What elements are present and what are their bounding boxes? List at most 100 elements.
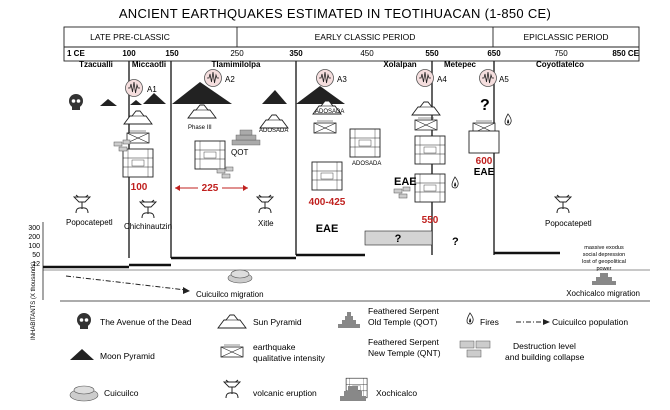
axis-tick: 50 [32, 252, 40, 259]
xitle-label: Xitle [258, 219, 274, 228]
legend: The Avenue of the Dead Sun Pyramid Feath… [60, 300, 650, 402]
tick-850ce: 850 CE [612, 49, 639, 58]
popocatepetl-label: Popocatepetl [66, 218, 113, 227]
legend-cuicuilco-icon [69, 385, 99, 402]
label-a1: A1 [147, 85, 157, 94]
legend-cuicuilco-pop: Cuicuilco population [552, 317, 628, 327]
diagram-title: ANCIENT EARTHQUAKES ESTIMATED IN TEOTIHU… [119, 6, 551, 21]
temple-new-qnt-icon [349, 128, 381, 158]
phase-metepec: Metepec [444, 60, 477, 69]
volcano-icon [139, 199, 157, 219]
sun-pyramid-icon [187, 104, 217, 119]
tick-1ce: 1 CE [67, 49, 85, 58]
old-temple-qot-icon [231, 129, 261, 146]
svg-text:power: power [597, 266, 612, 272]
sun-pyramid-icon [123, 110, 153, 125]
temple-icon [468, 130, 500, 154]
cuicuilco-migration: Cuicuilco migration [65, 269, 264, 299]
axis-label: INHABITANTS (X thousands) [31, 262, 37, 340]
legend-fire-icon [466, 312, 474, 325]
legend-avenue: The Avenue of the Dead [100, 317, 192, 327]
unknown-population-box [364, 230, 433, 246]
population-axis: INHABITANTS (X thousands) 300 200 100 50… [28, 222, 650, 340]
qot-label: QOT [231, 148, 248, 157]
temple-new-qnt-icon [414, 135, 446, 165]
volcano-icon [554, 194, 572, 214]
legend-quake-2: qualitative intensity [253, 353, 326, 363]
legend-qot: Feathered Serpent [368, 306, 440, 316]
fire-icon [504, 113, 512, 126]
period-late-preclassic: LATE PRE-CLASSIC [90, 32, 170, 42]
value-225: 225 [202, 183, 219, 194]
legend-qot-2: Old Temple (QOT) [368, 317, 437, 327]
eae-label: EAE [316, 223, 339, 235]
unknown-mark: ? [452, 236, 459, 248]
label-a3: A3 [337, 75, 347, 84]
legend-volcano-icon [223, 379, 241, 399]
xochicalco-note: massive exodus social depression lost of… [566, 245, 640, 298]
svg-text:social depression: social depression [583, 252, 626, 258]
period-early-classic: EARLY CLASSIC PERIOD [315, 32, 416, 42]
temple-icon [311, 161, 343, 191]
tick-350: 350 [289, 49, 303, 58]
phase-coyotlatelco: Coyotlatelco [536, 60, 584, 69]
fire-icon [451, 176, 459, 189]
avenue-of-the-dead-icon [69, 94, 83, 110]
svg-text:massive exodus: massive exodus [584, 245, 624, 251]
legend-sun-pyramid: Sun Pyramid [253, 317, 302, 327]
earthquake-a1-icon [125, 79, 143, 97]
value-100: 100 [131, 182, 148, 193]
axis-tick: 100 [28, 243, 40, 250]
phase-miccaotli: Miccaotli [132, 60, 166, 69]
temple-icon [122, 148, 154, 178]
legend-moon-pyramid-icon [70, 349, 94, 360]
phase-xolalpan: Xolalpan [383, 60, 416, 69]
value-600: 600 [476, 156, 493, 167]
xochicalco-migration-label: Xochicalco migration [566, 289, 640, 298]
tick-750: 750 [554, 49, 568, 58]
temple-icon [414, 173, 446, 203]
tick-550: 550 [425, 49, 439, 58]
year-ticks: 1 CE 100 150 250 350 450 550 650 750 850… [67, 49, 640, 58]
cuicuilco-migration-label: Cuicuilco migration [196, 290, 264, 299]
legend-cuicuilco: Cuicuilco [104, 388, 139, 398]
tick-650: 650 [487, 49, 501, 58]
legend-xochicalco: Xochicalco [376, 388, 417, 398]
population-steps [43, 251, 560, 269]
unknown-mark: ? [395, 233, 402, 245]
period-epiclassic: EPICLASSIC PERIOD [523, 32, 608, 42]
axis-tick: 12 [32, 261, 40, 268]
chichinautzin-label: Chichinautzin [124, 222, 172, 231]
earthquake-a2-icon [204, 69, 222, 87]
axis-tick: 200 [28, 234, 40, 241]
eae-label: EAE [474, 167, 495, 178]
quake-intensity-icon [126, 130, 150, 144]
unknown-mark: ? [480, 97, 490, 114]
legend-skull-icon [77, 313, 91, 329]
phase-iii-label: Phase III [188, 125, 212, 131]
popocatepetl-label: Popocatepetl [545, 219, 592, 228]
temple-icon [194, 140, 226, 170]
tick-250: 250 [230, 49, 244, 58]
value-400-425: 400-425 [309, 197, 346, 208]
earthquake-a5-icon [479, 69, 497, 87]
debris-icon [393, 186, 411, 199]
adosada-label: ADOSADA [259, 128, 288, 134]
volcano-icon [256, 194, 274, 214]
tick-100: 100 [122, 49, 136, 58]
sun-pyramid-icon [259, 114, 289, 129]
phase-tzacualli: Tzacualli [79, 60, 113, 69]
legend-sun-pyramid-icon [217, 314, 247, 329]
earthquake-a3-icon [316, 69, 334, 87]
moon-pyramid-icons [100, 82, 345, 106]
legend-qnt: Feathered Serpent [368, 337, 440, 347]
adosada-label: ADOSADA [352, 161, 381, 167]
phase-names: Tzacualli Miccaotli Tlamimilolpa Xolalpa… [79, 60, 584, 69]
legend-xochicalco-icon [340, 386, 366, 401]
span-225-arrow [175, 182, 248, 193]
svg-text:lost of geopolitical: lost of geopolitical [582, 259, 626, 265]
axis-tick: 300 [28, 225, 40, 232]
tick-150: 150 [165, 49, 179, 58]
